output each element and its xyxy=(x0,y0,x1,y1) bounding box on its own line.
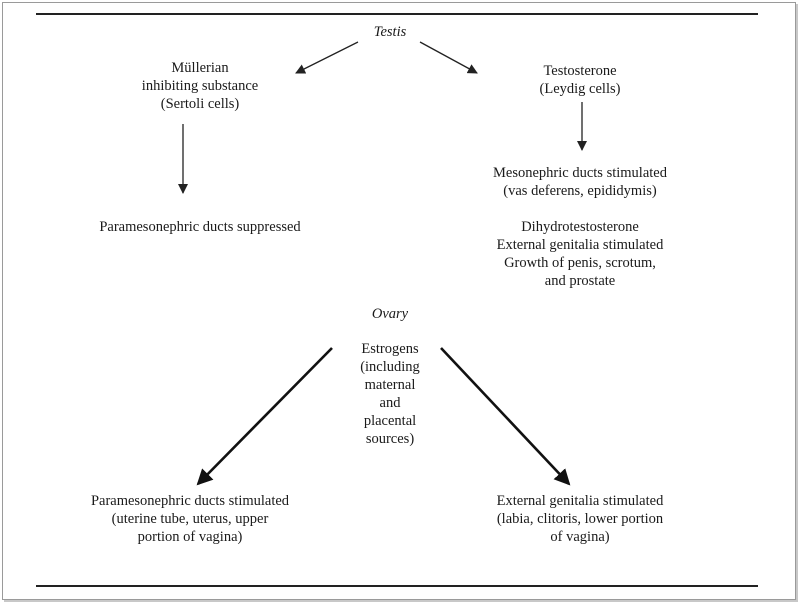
paramesonephric-suppressed-node: Paramesonephric ducts suppressed xyxy=(99,219,301,235)
mesonephric-node: Mesonephric ducts stimulated (vas defere… xyxy=(493,165,667,199)
dihydrotestosterone-node: Dihydrotestosterone External genitalia s… xyxy=(496,219,664,289)
arrow-estrogens-to-external xyxy=(440,347,571,486)
arrow-estrogens-to-paramesonephric xyxy=(196,347,333,486)
mullerian-node: Müllerian inhibiting substance (Sertoli … xyxy=(141,60,259,112)
top-rule xyxy=(36,13,758,15)
arrow-testis-to-mullerian xyxy=(295,41,359,74)
external-genitalia-female-node: External genitalia stimulated (labia, cl… xyxy=(496,493,664,545)
ovary-label: Ovary xyxy=(371,306,409,322)
bottom-rule xyxy=(36,585,758,587)
testosterone-node: Testosterone (Leydig cells) xyxy=(539,63,621,97)
paramesonephric-stimulated-node: Paramesonephric ducts stimulated (uterin… xyxy=(90,493,290,545)
estrogens-node: Estrogens (including maternal and placen… xyxy=(360,341,420,447)
testis-label: Testis xyxy=(373,24,407,40)
arrow-testis-to-testosterone xyxy=(419,41,478,74)
